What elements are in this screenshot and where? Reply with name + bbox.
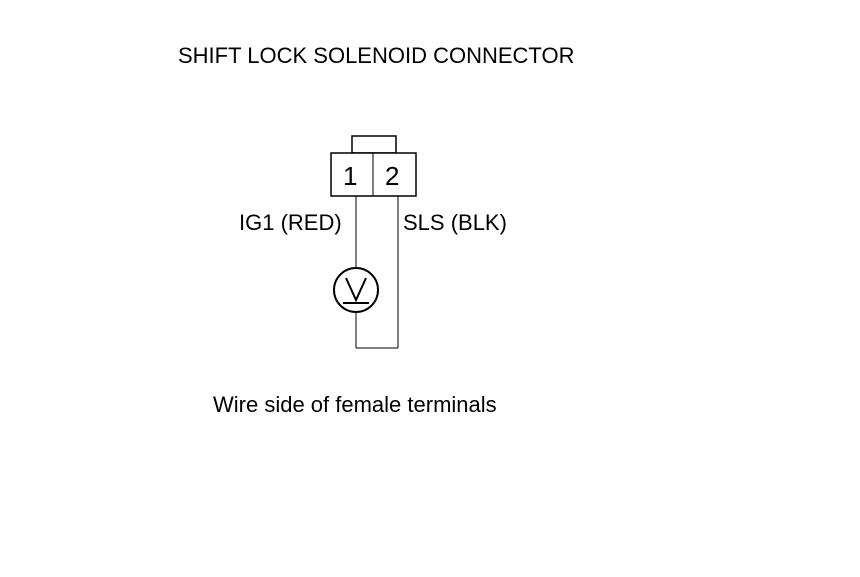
- connector-latch: [351, 135, 397, 154]
- terminal-1-number: 1: [343, 161, 357, 191]
- voltmeter-icon: [333, 267, 379, 313]
- terminal-2-wire-label: SLS (BLK): [403, 210, 507, 235]
- diagram-caption: Wire side of female terminals: [213, 392, 497, 417]
- terminal-1-wire-label: IG1 (RED): [239, 210, 342, 235]
- diagram-title: SHIFT LOCK SOLENOID CONNECTOR: [178, 43, 575, 68]
- terminal-2-number: 2: [385, 161, 399, 191]
